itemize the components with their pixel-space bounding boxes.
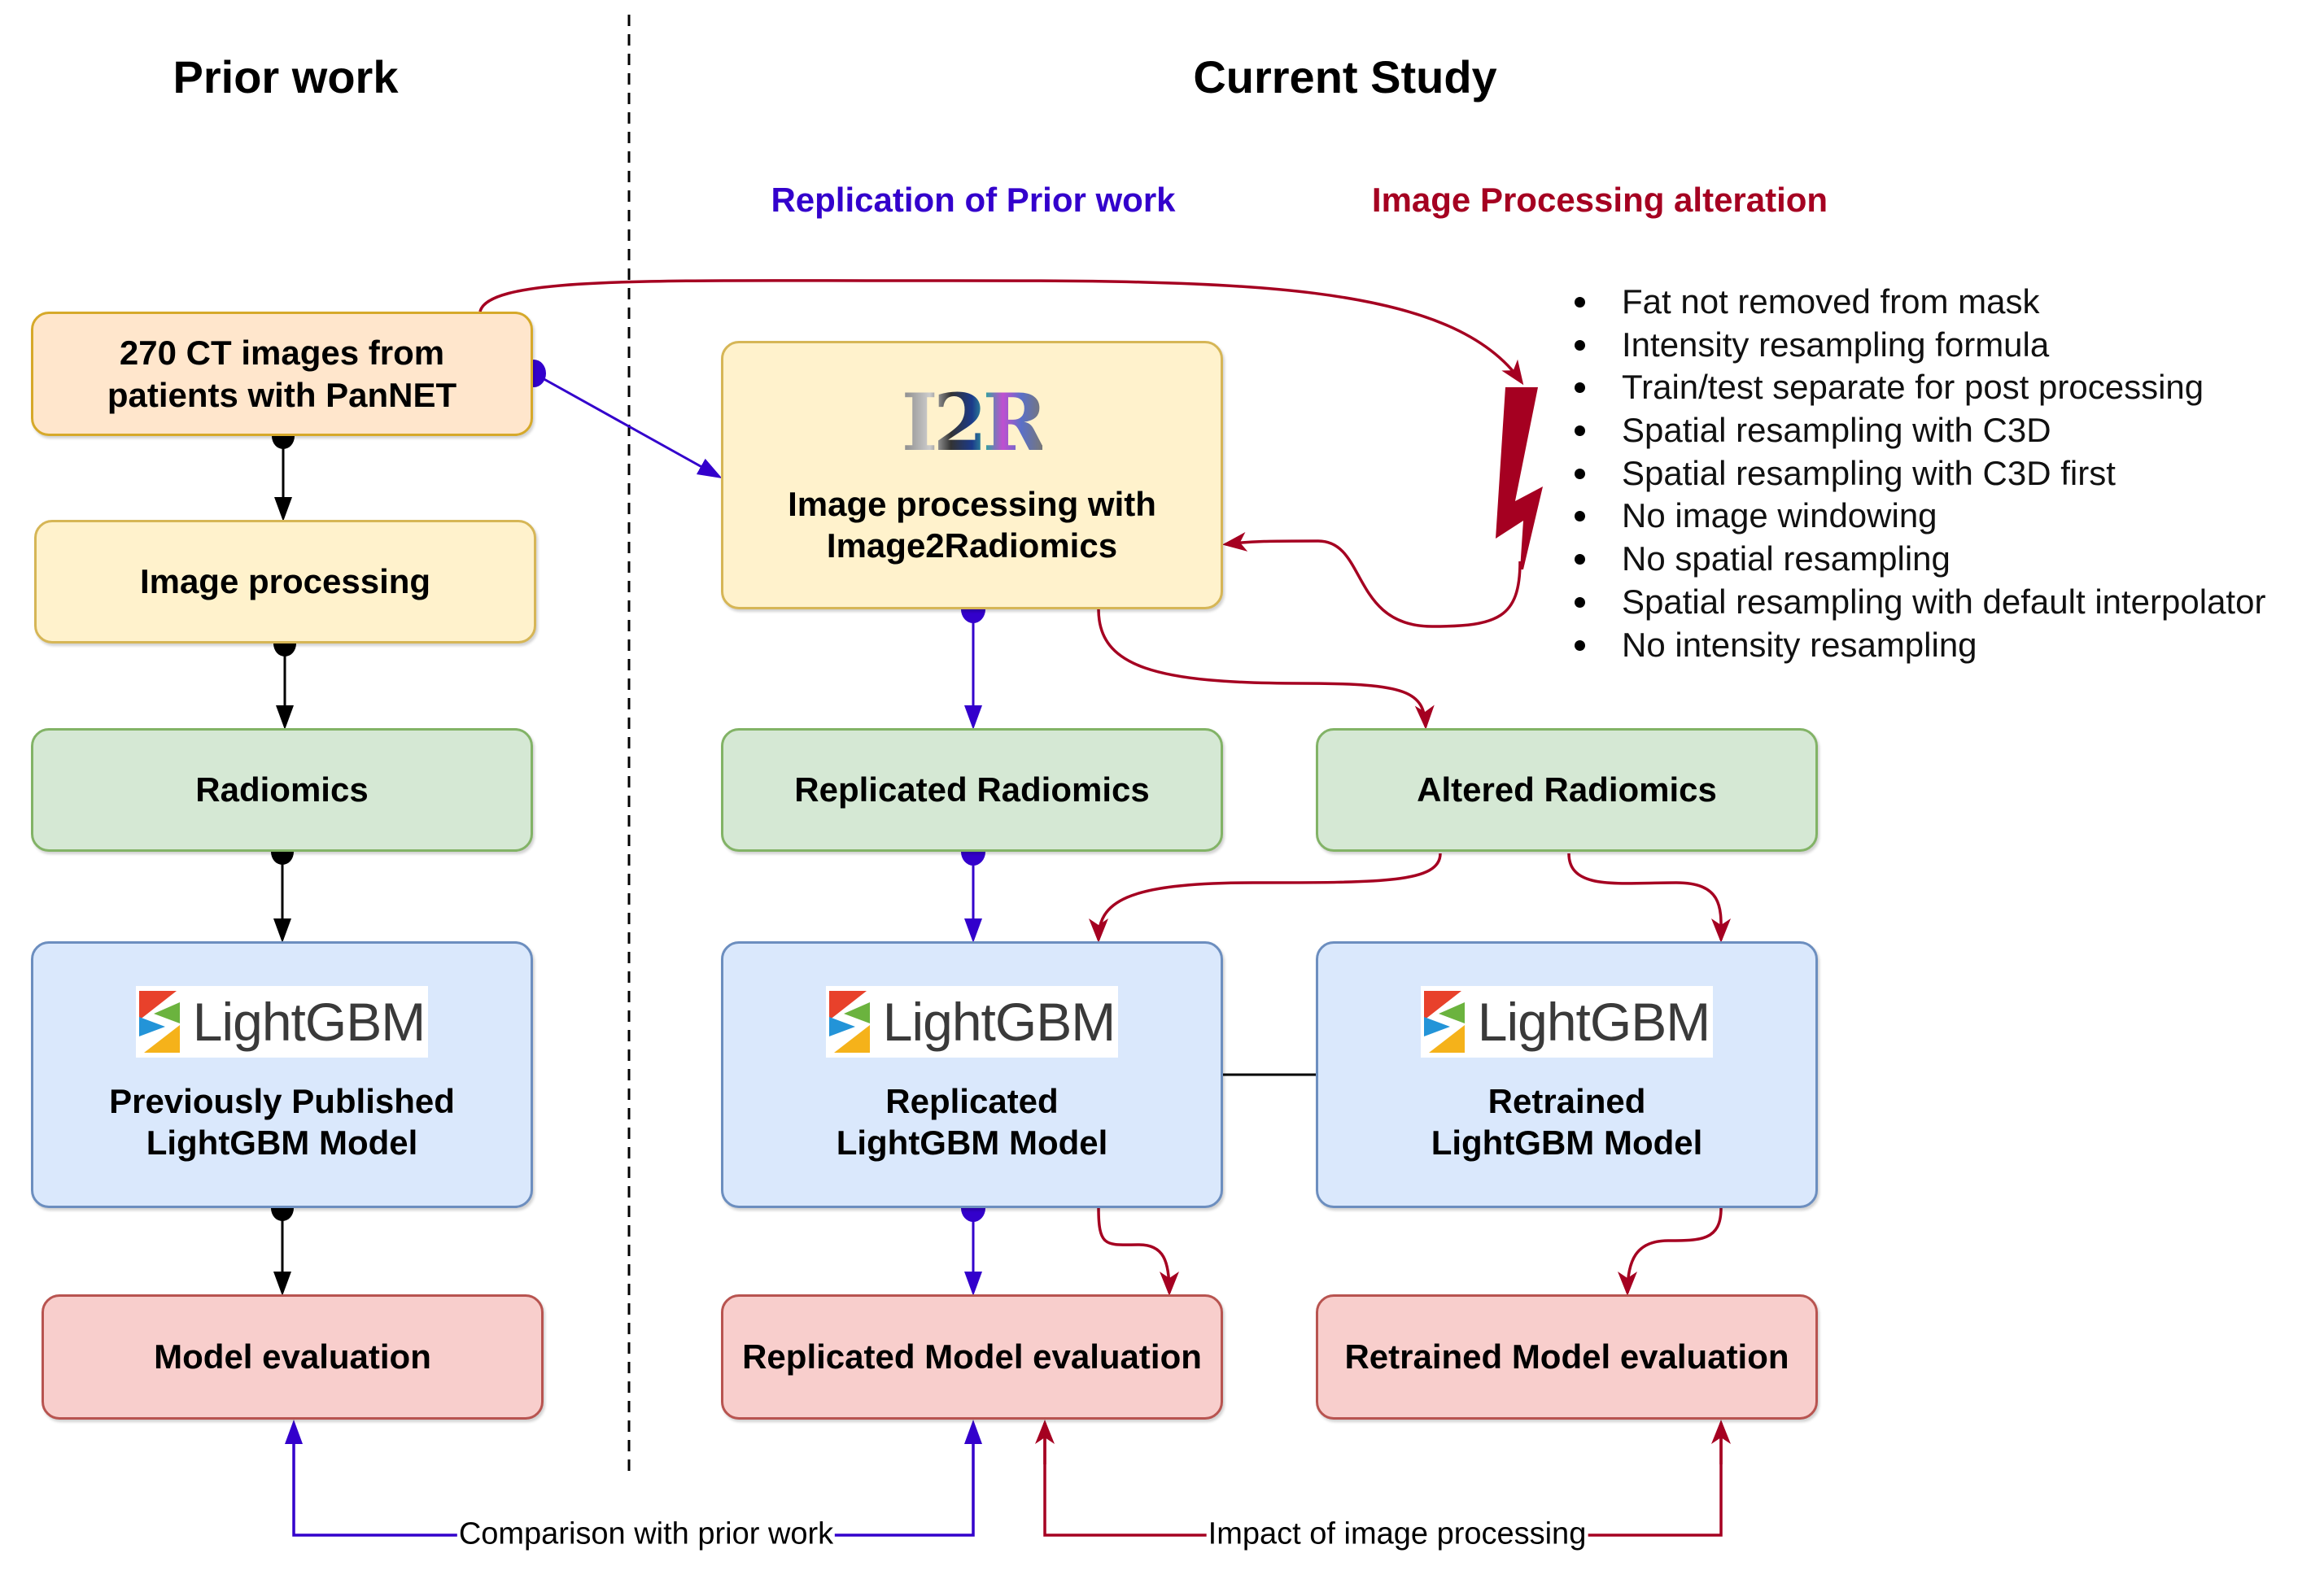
- bullet-icon: [1575, 554, 1585, 565]
- image-processing-label: Image processing: [139, 562, 431, 601]
- lightgbm-logo: LightGBM: [135, 985, 429, 1058]
- prior-work-heading: Prior work: [173, 51, 399, 103]
- replication-heading: Replication of Prior work: [771, 181, 1176, 219]
- replicated-evaluation-label: Replicated Model evaluation: [742, 1337, 1202, 1376]
- replicated-model-box[interactable]: LightGBM Replicated LightGBM Model: [721, 941, 1223, 1208]
- prior-lightgbm-model-box[interactable]: LightGBM Previously Published LightGBM M…: [31, 941, 533, 1208]
- impact-label: Impact of image processing: [1206, 1516, 1588, 1552]
- prior-evaluation-label: Model evaluation: [154, 1337, 431, 1376]
- alteration-item: No intensity resampling: [1575, 624, 2265, 667]
- replicated-model-label: Replicated LightGBM Model: [836, 1081, 1108, 1162]
- bullet-icon: [1575, 511, 1585, 522]
- i2r-logo: I2R: [901, 376, 1048, 469]
- alteration-item: Fat not removed from mask: [1575, 281, 2265, 324]
- bullet-icon: [1575, 297, 1585, 308]
- replicated-radiomics-label: Replicated Radiomics: [794, 770, 1150, 809]
- retrained-evaluation-label: Retrained Model evaluation: [1344, 1337, 1789, 1376]
- arrow-altered-to-retrained-model: [1567, 853, 1732, 943]
- lightgbm-mark-icon: [138, 990, 180, 1053]
- lightgbm-logo-text: LightGBM: [882, 991, 1116, 1052]
- bullet-icon: [1575, 596, 1585, 608]
- bullet-icon: [1575, 639, 1585, 651]
- comparison-label: Comparison with prior work: [456, 1516, 836, 1552]
- arrow-ct-to-lightning: [478, 279, 1524, 386]
- lightgbm-logo-text: LightGBM: [1477, 991, 1710, 1052]
- alteration-item: Spatial resampling with C3D first: [1575, 452, 2265, 495]
- bullet-icon: [1575, 425, 1585, 437]
- retrained-model-label: Retrained LightGBM Model: [1431, 1081, 1703, 1162]
- replicated-evaluation-box[interactable]: Replicated Model evaluation: [721, 1294, 1223, 1420]
- replicated-radiomics-box[interactable]: Replicated Radiomics: [721, 728, 1223, 852]
- alteration-heading: Image Processing alteration: [1371, 181, 1828, 219]
- alteration-text: No intensity resampling: [1622, 625, 1977, 664]
- arrow-replicated-model-to-eval: [1097, 1207, 1179, 1296]
- retrained-model-box[interactable]: LightGBM Retrained LightGBM Model: [1316, 941, 1818, 1208]
- alteration-item: Train/test separate for post processing: [1575, 366, 2265, 409]
- bullet-icon: [1575, 468, 1585, 479]
- altered-radiomics-box[interactable]: Altered Radiomics: [1316, 728, 1818, 852]
- lightgbm-logo: LightGBM: [1420, 985, 1714, 1058]
- alteration-item: No spatial resampling: [1575, 538, 2265, 581]
- arrow-altered-to-replicated-model: [1089, 853, 1442, 943]
- arrow-lightning-to-i2r: [1222, 532, 1522, 628]
- alteration-item: Intensity resampling formula: [1575, 324, 2265, 367]
- lightgbm-mark-icon: [1423, 990, 1465, 1053]
- alteration-item: No image windowing: [1575, 495, 2265, 538]
- alteration-text: No spatial resampling: [1622, 539, 1950, 578]
- alterations-list: Fat not removed from mask Intensity resa…: [1575, 281, 2265, 666]
- lightgbm-logo: LightGBM: [825, 985, 1119, 1058]
- current-study-heading: Current Study: [1193, 51, 1497, 103]
- retrained-evaluation-box[interactable]: Retrained Model evaluation: [1316, 1294, 1818, 1420]
- arrow-ct-to-i2r: [533, 372, 723, 478]
- altered-radiomics-label: Altered Radiomics: [1417, 770, 1717, 809]
- image-processing-box[interactable]: Image processing: [34, 520, 536, 644]
- ct-images-box[interactable]: 270 CT images from patients with PanNET: [31, 312, 533, 436]
- alteration-item: Spatial resampling with C3D: [1575, 409, 2265, 452]
- alteration-text: Spatial resampling with default interpol…: [1622, 582, 2266, 621]
- alteration-item: Spatial resampling with default interpol…: [1575, 581, 2265, 624]
- radiomics-box[interactable]: Radiomics: [31, 728, 533, 852]
- alteration-text: Spatial resampling with C3D first: [1622, 453, 2116, 492]
- alteration-text: Train/test separate for post processing: [1622, 368, 2204, 407]
- alteration-text: No image windowing: [1622, 496, 1937, 535]
- i2r-processing-box[interactable]: I2R Image processing with Image2Radiomic…: [721, 341, 1223, 609]
- lightning-bolt-icon: [1496, 387, 1543, 569]
- ct-images-label: 270 CT images from patients with PanNET: [107, 334, 457, 414]
- alteration-text: Intensity resampling formula: [1622, 325, 2050, 364]
- prior-model-label: Previously Published LightGBM Model: [109, 1081, 455, 1162]
- prior-evaluation-box[interactable]: Model evaluation: [42, 1294, 544, 1420]
- lightgbm-mark-icon: [828, 990, 870, 1053]
- arrow-retrained-model-to-eval: [1618, 1207, 1723, 1296]
- alteration-text: Spatial resampling with C3D: [1622, 411, 2051, 450]
- lightgbm-logo-text: LightGBM: [192, 991, 426, 1052]
- bullet-icon: [1575, 339, 1585, 351]
- alteration-text: Fat not removed from mask: [1622, 282, 2040, 321]
- bullet-icon: [1575, 382, 1585, 394]
- i2r-processing-label: Image processing with Image2Radiomics: [788, 484, 1156, 565]
- radiomics-label: Radiomics: [195, 770, 369, 809]
- arrow-i2r-to-altered-radiomics: [1097, 609, 1435, 730]
